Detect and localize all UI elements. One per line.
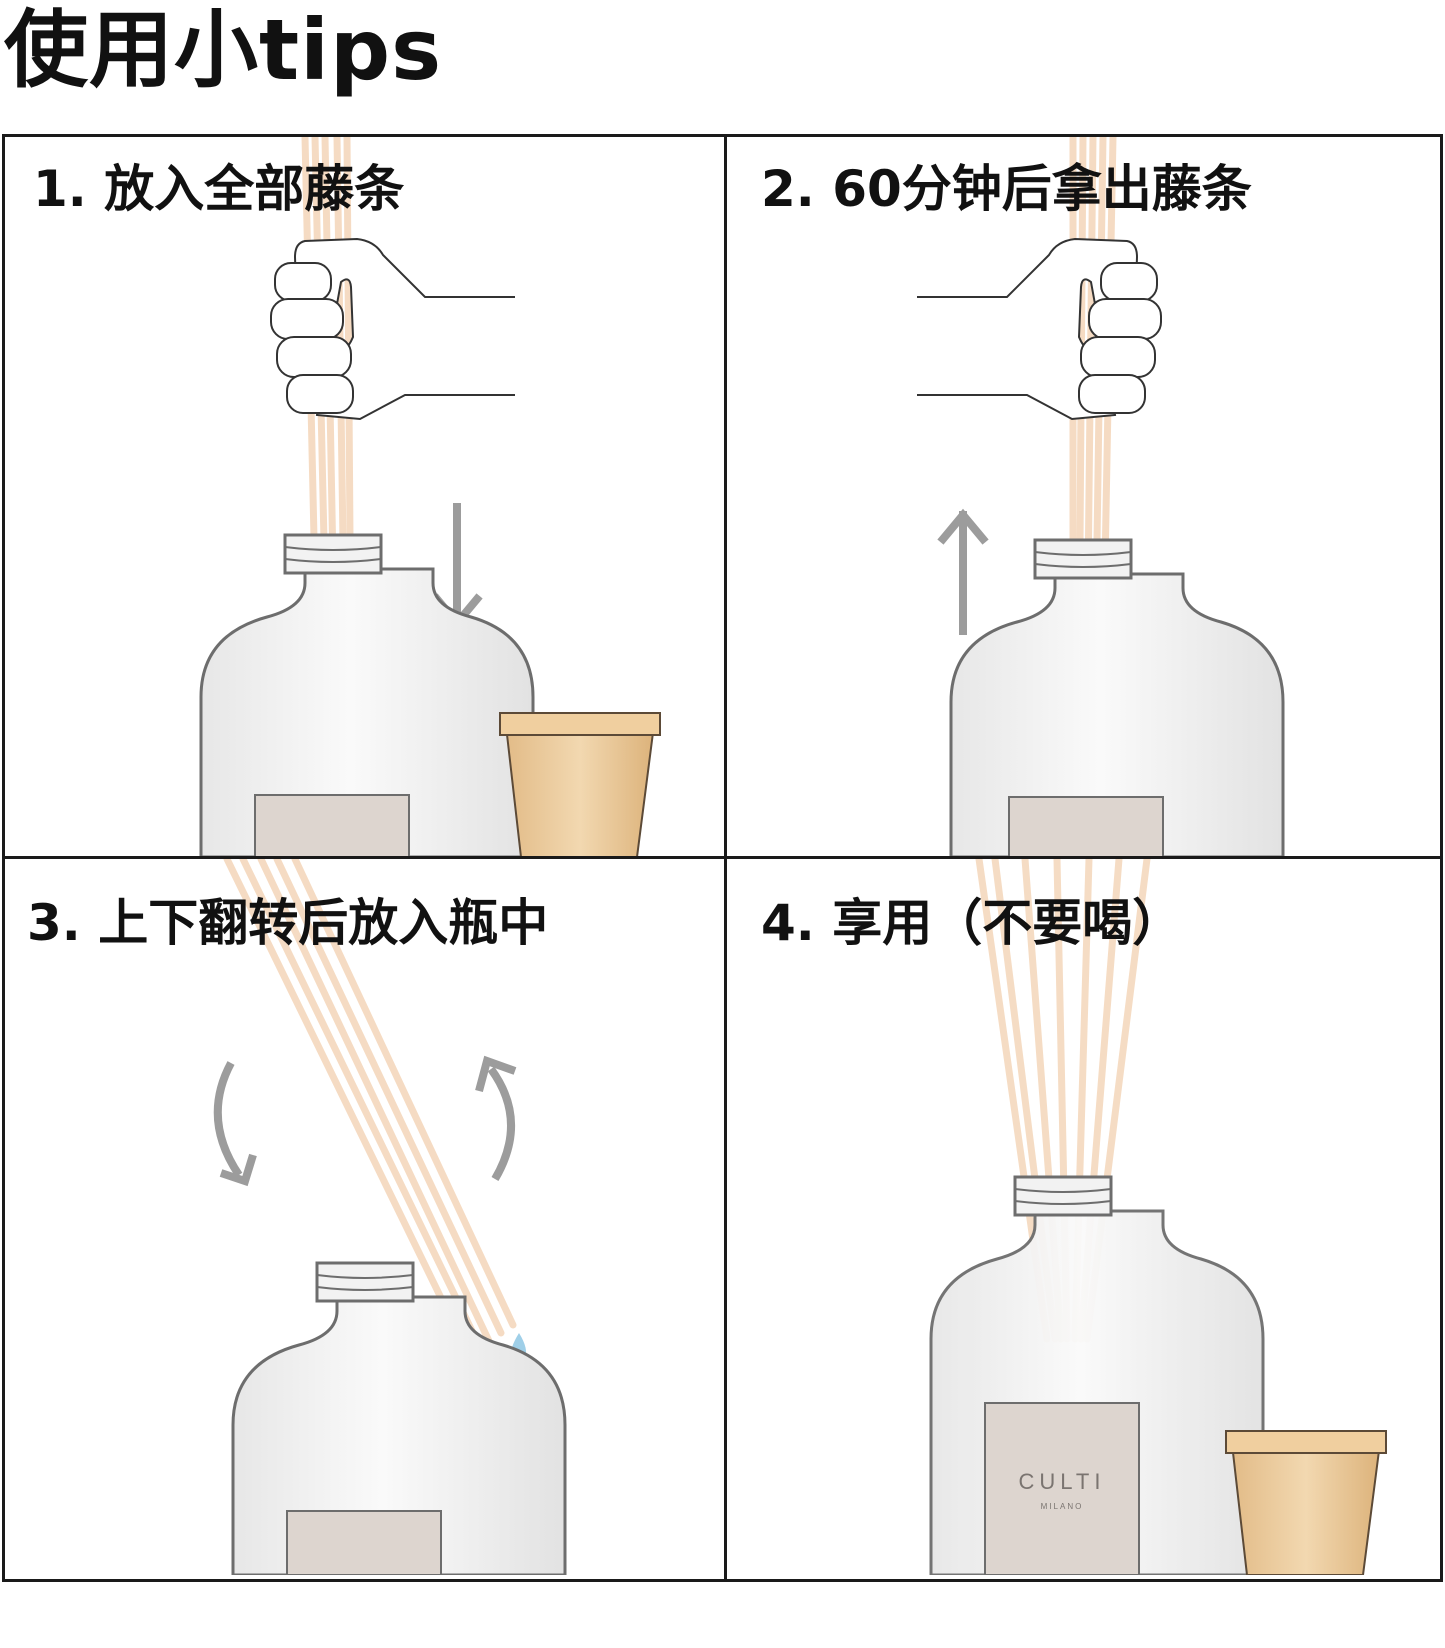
step1-illustration <box>199 137 661 856</box>
step-panel-1: 1. 放入全部藤条 <box>5 137 724 856</box>
product-label <box>984 1402 1140 1575</box>
hand-icon <box>917 237 1162 421</box>
brand-name: CULTI <box>1019 1469 1106 1494</box>
rotate-arrows-icon <box>213 1055 517 1187</box>
page-title: 使用小tips <box>4 1 443 99</box>
arrow-up-icon <box>937 508 989 635</box>
bottle <box>949 538 1285 856</box>
step-panel-3: 3. 上下翻转后放入瓶中 <box>5 859 724 1575</box>
step-3-caption: 3. 上下翻转后放入瓶中 <box>27 894 549 952</box>
step-1-caption: 1. 放入全部藤条 <box>33 160 405 218</box>
bottle <box>231 1261 567 1575</box>
step-4-caption: 4. 享用（不要喝） <box>761 894 1183 952</box>
step-panel-2: 2. 60分钟后拿出藤条 <box>727 137 1440 856</box>
bottle <box>199 533 535 856</box>
step2-illustration <box>917 137 1285 856</box>
step-panel-4: CULTI MILANO 4. 享用（不要喝） <box>727 859 1440 1575</box>
step3-illustration <box>213 859 567 1575</box>
brand-sub: MILANO <box>1041 1502 1084 1511</box>
step-2-caption: 2. 60分钟后拿出藤条 <box>761 160 1252 218</box>
reeds <box>223 859 517 1347</box>
step4-illustration: CULTI MILANO <box>929 859 1387 1575</box>
bottle: CULTI MILANO <box>929 1175 1265 1575</box>
wooden-cap <box>499 712 661 856</box>
wooden-cap <box>1225 1430 1387 1575</box>
hand-icon <box>270 237 515 421</box>
steps-grid: 1. 放入全部藤条 <box>2 134 1443 1582</box>
grid-divider-horizontal <box>5 856 1440 859</box>
